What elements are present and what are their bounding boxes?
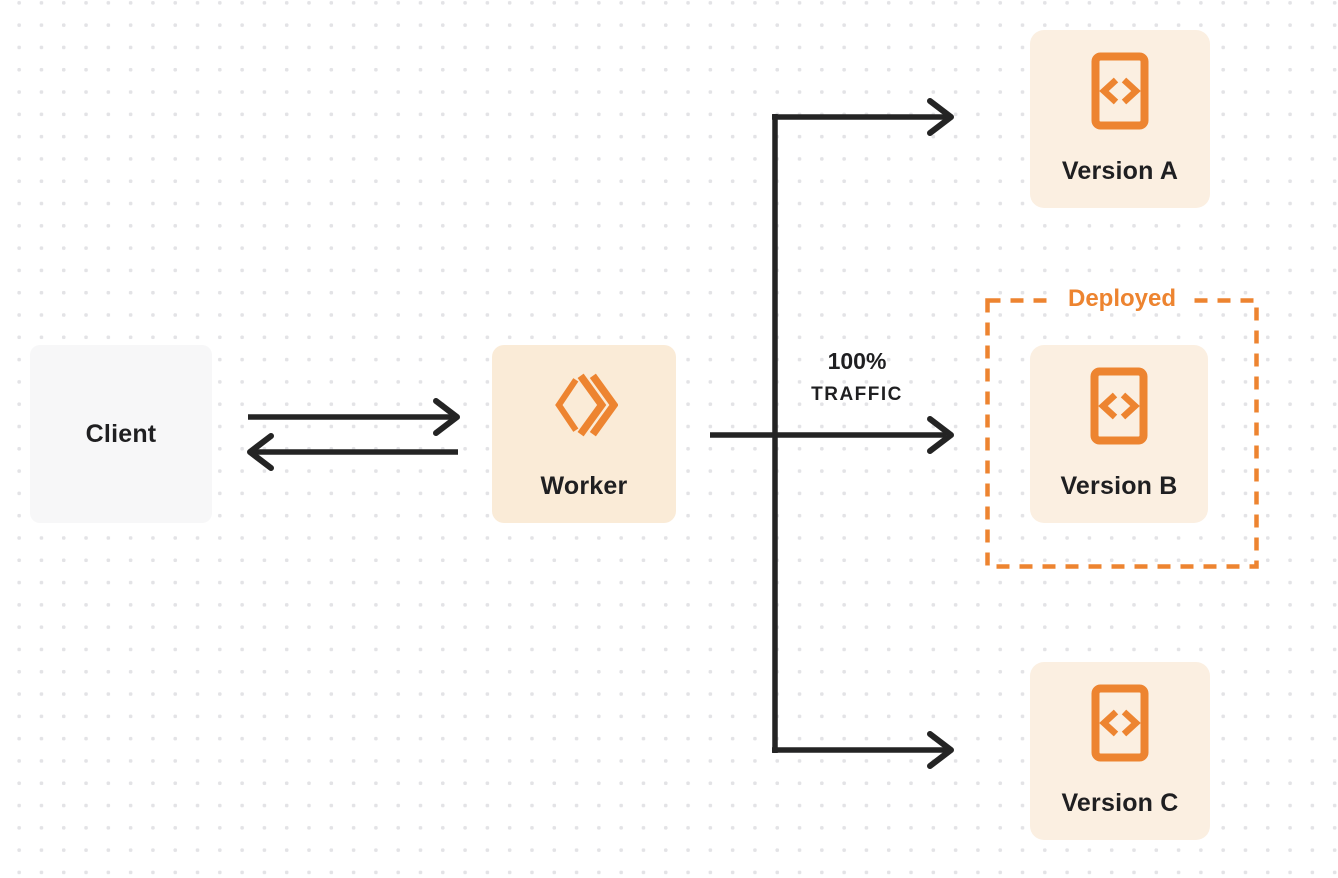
workers-logo-icon (550, 367, 618, 443)
version-b-label: Version B (1060, 472, 1178, 500)
traffic-percent-text: 100% (827, 348, 887, 374)
arrow-worker-to-version-b (710, 416, 954, 454)
worker-label: Worker (540, 472, 628, 500)
version-a-node: Version A (1030, 30, 1210, 208)
client-node: Client (30, 345, 212, 523)
version-a-label: Version A (1061, 157, 1179, 185)
arrow-branch-to-version-c (772, 731, 954, 769)
arrow-client-to-worker (248, 398, 460, 436)
deployed-dashed-border (985, 298, 1259, 569)
arrow-worker-to-client (247, 433, 458, 471)
version-b-node: Version B (1030, 345, 1208, 523)
code-file-icon (1091, 52, 1149, 130)
code-file-icon (1091, 684, 1149, 762)
version-c-label: Version C (1061, 789, 1179, 817)
client-label: Client (85, 420, 157, 448)
version-c-node: Version C (1030, 662, 1210, 840)
deployed-badge: Deployed (1055, 285, 1189, 312)
worker-node: Worker (492, 345, 676, 523)
arrow-branch-to-version-a (772, 98, 954, 136)
code-file-icon (1090, 367, 1148, 445)
traffic-word-text: TRAFFIC (811, 384, 903, 405)
deployed-container: Deployed Version B (985, 285, 1259, 569)
traffic-percentage-label: 100% TRAFFIC (811, 348, 903, 408)
